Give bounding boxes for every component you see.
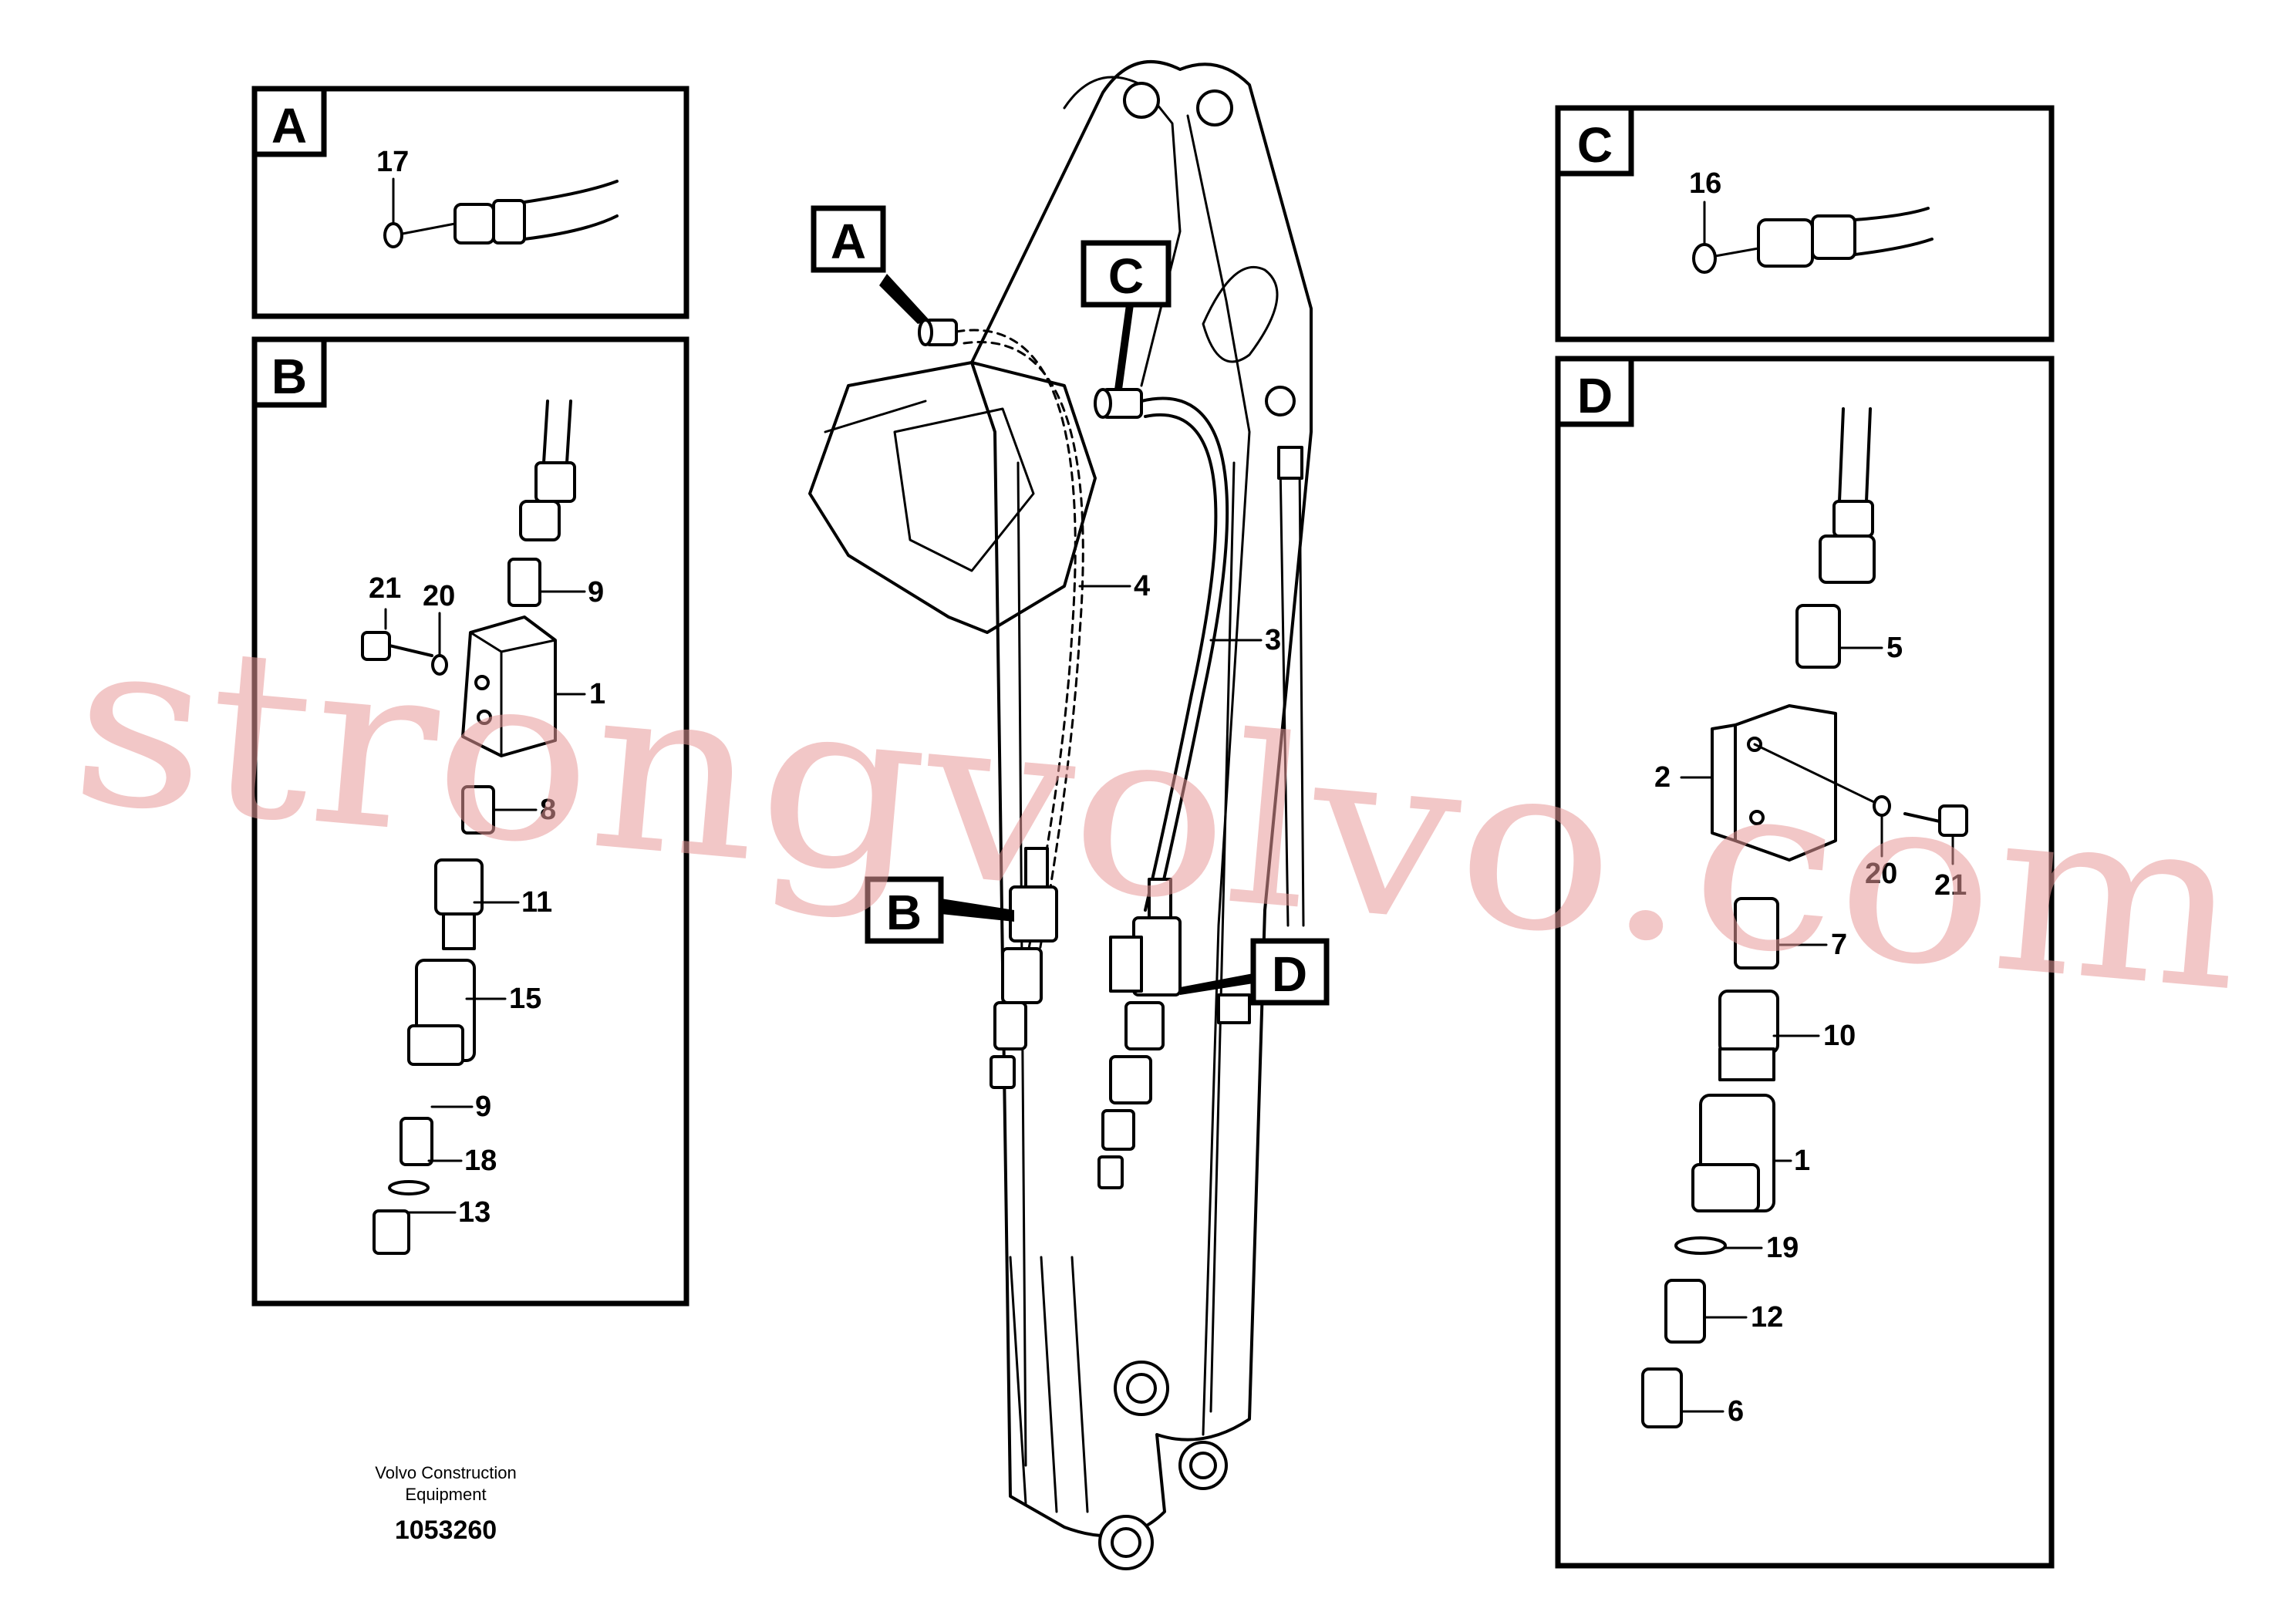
detail-box-b-letter: B: [271, 349, 307, 404]
o-ring-17: [383, 222, 403, 248]
part-label: 1: [1794, 1145, 1810, 1177]
part-label: 19: [1766, 1232, 1799, 1264]
part-label: 18: [464, 1145, 497, 1177]
callout-c[interactable]: C: [1081, 240, 1172, 389]
fitting-9: [507, 558, 541, 607]
detail-box-b: B 9 21 20: [251, 336, 689, 1307]
part-label: 21: [1934, 869, 1967, 902]
callout-d-label: D: [1272, 946, 1307, 1002]
boom-arm-drawing: [808, 60, 1313, 1570]
callout-d[interactable]: D: [1180, 938, 1330, 1006]
callout-a[interactable]: A: [811, 205, 929, 324]
o-ring-16: [1692, 243, 1717, 274]
part-label: 7: [1831, 929, 1847, 961]
coupler-assembly-d: [1097, 878, 1251, 1189]
part-label: 10: [1823, 1020, 1856, 1052]
detail-box-d: D 5 2 20: [1555, 356, 2055, 1569]
part-label: 20: [423, 580, 455, 612]
company-name-line1: Volvo Construction: [375, 1463, 516, 1482]
fitting-end-c: [1094, 388, 1143, 419]
part-label: 17: [376, 146, 409, 178]
detail-box-a: A 17: [251, 86, 689, 319]
boom-pin-hole: [1123, 82, 1160, 119]
part-label: 5: [1886, 632, 1903, 664]
part-label: 1: [589, 678, 605, 710]
hose-line-3: [1140, 396, 1229, 912]
company-name-line2: Equipment: [405, 1485, 486, 1504]
drawing-number: 1053260: [395, 1516, 497, 1545]
callout-c-label: C: [1108, 248, 1144, 304]
part-label: 12: [1751, 1301, 1783, 1334]
detail-box-c-letter: C: [1577, 117, 1613, 173]
boom-pin-hole: [1265, 386, 1296, 416]
part-label: 11: [521, 886, 552, 919]
callout-hose-4: 4: [1078, 570, 1150, 602]
footer-block: Volvo Construction Equipment 1053260: [375, 1463, 516, 1545]
part-label: 21: [369, 572, 401, 605]
callout-b[interactable]: B: [865, 876, 1014, 944]
part-label: 16: [1689, 167, 1721, 200]
part-label: 2: [1654, 761, 1671, 794]
part-label: 8: [540, 794, 556, 826]
detail-box-d-letter: D: [1577, 368, 1613, 423]
callout-hose-4-label: 4: [1134, 570, 1150, 602]
callout-b-label: B: [886, 885, 922, 940]
fitting-end-a: [918, 319, 958, 346]
callout-a-label: A: [831, 214, 866, 269]
part-label: 20: [1865, 858, 1897, 890]
hose-line-4: [955, 329, 1084, 966]
detail-box-a-letter: A: [271, 98, 307, 153]
part-label: 15: [509, 983, 541, 1015]
part-label: 9: [588, 576, 604, 609]
part-label: 6: [1728, 1395, 1744, 1428]
detail-box-c: C 16: [1555, 105, 2055, 342]
callout-hose-3: 3: [1209, 624, 1281, 656]
boom-pin-hole: [1196, 89, 1233, 126]
callout-hose-3-label: 3: [1265, 624, 1281, 656]
part-label: 13: [458, 1196, 491, 1229]
coupler-assembly-b: [990, 847, 1058, 1089]
part-label: 9: [475, 1091, 491, 1123]
